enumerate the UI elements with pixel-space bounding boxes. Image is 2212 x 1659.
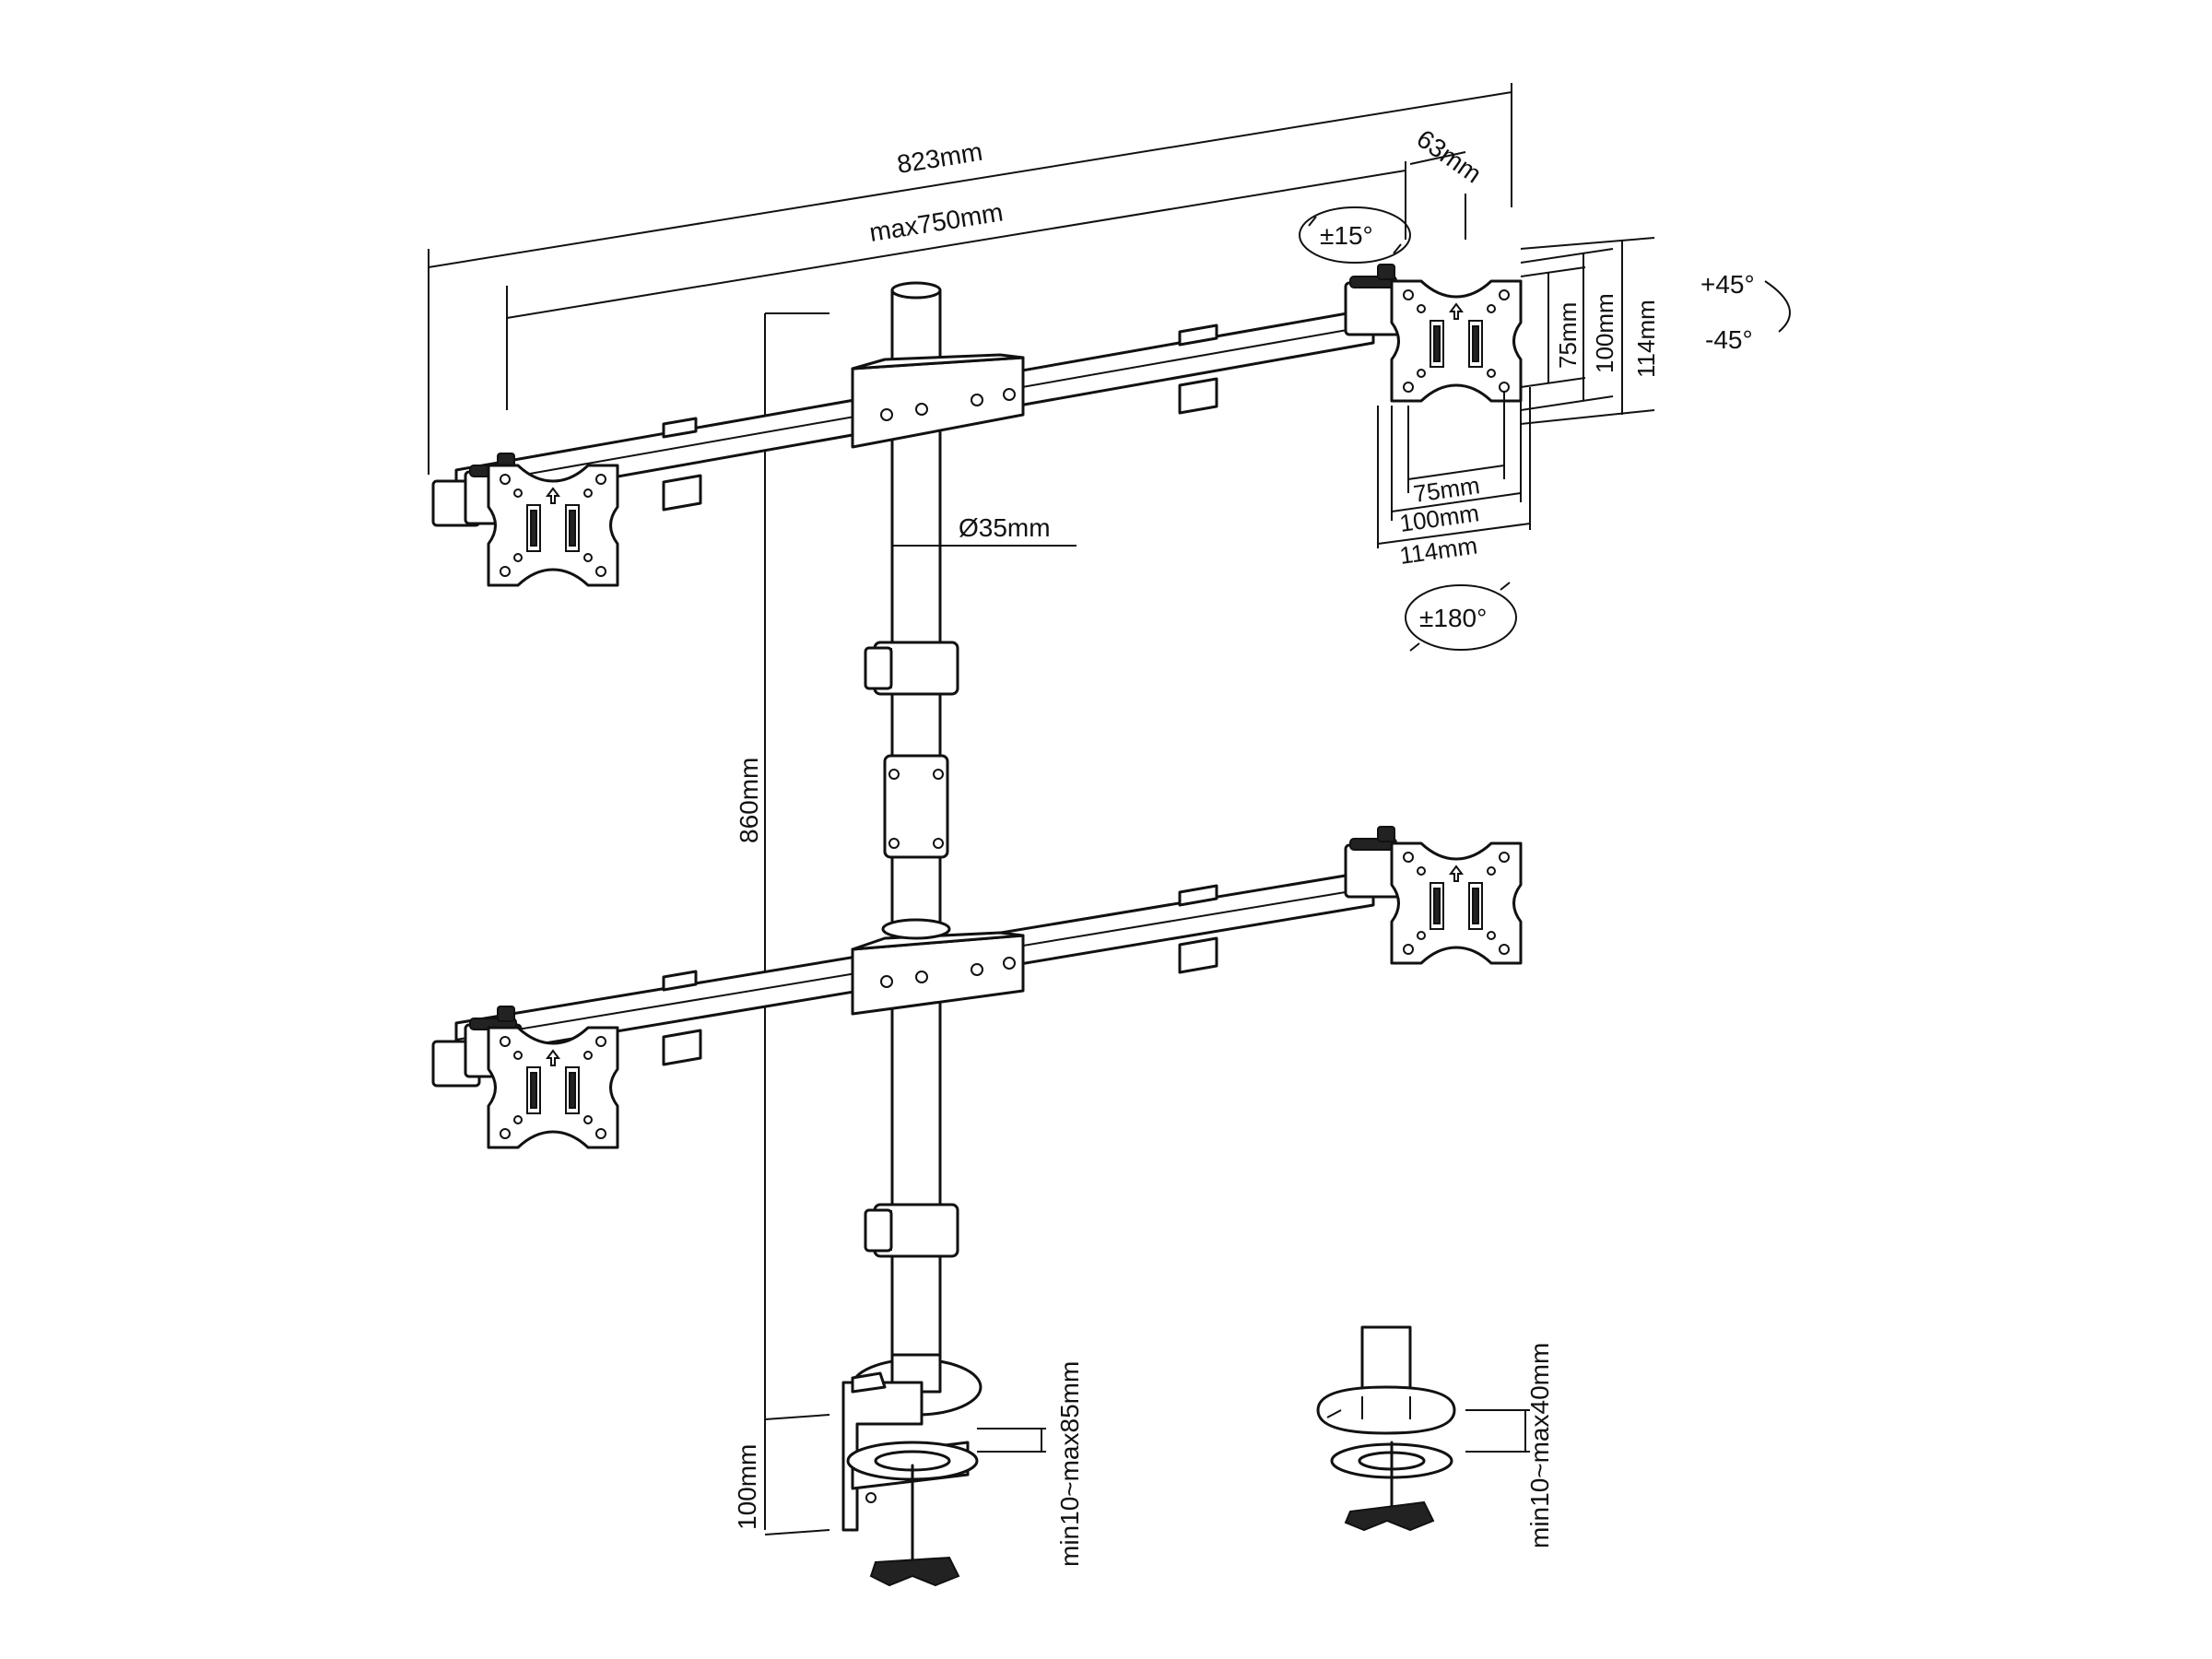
head-upper-right — [1344, 263, 1523, 403]
rotate-indicator: ±180° — [1405, 582, 1517, 652]
swivel-label: ±15° — [1320, 221, 1373, 250]
tilt-up-label: +45° — [1700, 270, 1755, 299]
pole-height-label: 860mm — [735, 758, 763, 843]
vesa-vertical-dimensions: 75mm 100mm 114mm — [1520, 237, 1660, 425]
desk-clamp — [841, 1353, 982, 1587]
pole-collar — [883, 754, 949, 859]
vesa-v-100-label: 100mm — [1591, 293, 1618, 373]
lower-cable-clip — [864, 1203, 959, 1258]
vesa-v-114-label: 114mm — [1632, 300, 1660, 378]
depth-offset-dimension: 63mm — [1409, 124, 1488, 240]
pole-height-dimension: 860mm — [735, 312, 830, 1530]
grommet-range-dimension: min10~max40mm — [1465, 1343, 1554, 1548]
head-upper-left — [431, 452, 619, 587]
clamp-range-dimension: min10~max85mm — [977, 1361, 1084, 1567]
tilt-indicator: +45° -45° — [1700, 270, 1791, 354]
head-lower-left — [431, 1005, 619, 1149]
vesa-horizontal-dimensions: 75mm 100mm 114mm — [1377, 387, 1531, 570]
lower-arm — [454, 869, 1375, 1066]
rotate-label: ±180° — [1419, 604, 1487, 632]
upper-arm — [454, 307, 1375, 512]
clamp-height-dimension: 100mm — [733, 1414, 830, 1535]
swivel-indicator: ±15° — [1299, 206, 1411, 264]
depth-offset-label: 63mm — [1412, 124, 1488, 189]
head-lower-right — [1344, 825, 1523, 965]
vesa-h-114-label: 114mm — [1398, 531, 1479, 570]
pole-diameter-label: Ø35mm — [959, 513, 1051, 542]
vesa-v-75-label: 75mm — [1554, 302, 1582, 369]
grommet-mount — [1316, 1325, 1456, 1532]
tilt-down-label: -45° — [1705, 325, 1753, 354]
clamp-height-label: 100mm — [733, 1444, 761, 1530]
pole-diameter-dimension: Ø35mm — [892, 513, 1077, 547]
grommet-range-label: min10~max40mm — [1525, 1343, 1554, 1548]
clamp-range-label: min10~max85mm — [1055, 1361, 1084, 1567]
total-width-label: 823mm — [895, 137, 984, 179]
upper-cable-clip — [864, 641, 959, 696]
